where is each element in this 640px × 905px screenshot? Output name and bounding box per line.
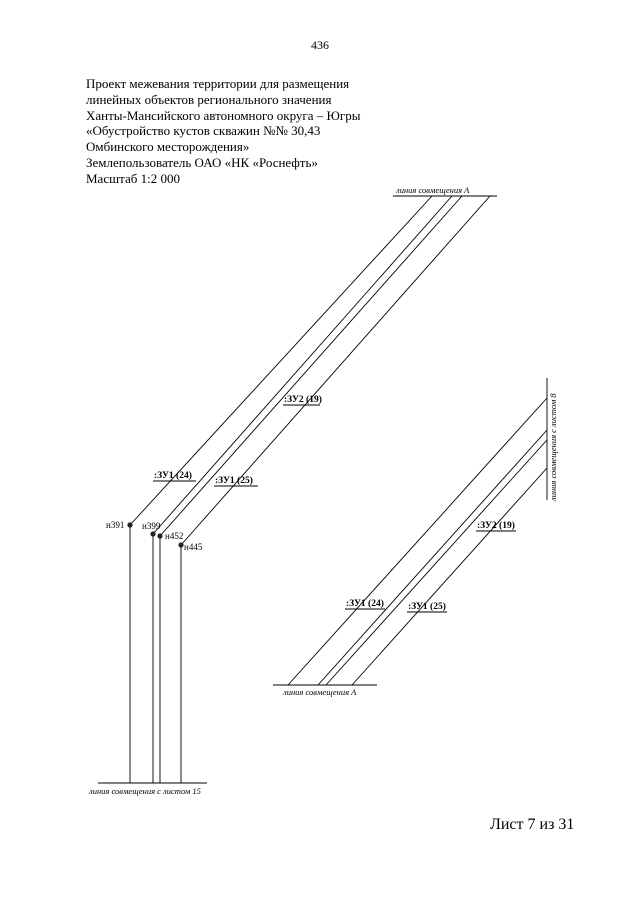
plot-label-zu1-25: :ЗУ1 (25) — [408, 601, 446, 612]
title-line: Омбинского месторождения» — [86, 139, 250, 155]
title-line: Землепользователь ОАО «НК «Роснефть» — [86, 154, 318, 170]
title-line: Ханты-Мансийского автономного округа – Ю… — [86, 107, 361, 123]
plot-label-zu1-24: :ЗУ1 (24) — [346, 598, 384, 609]
point-marker — [178, 542, 184, 548]
point-marker — [157, 533, 163, 539]
point-label-n452: н452 — [165, 531, 183, 541]
boundary-line — [287, 397, 548, 686]
bottom-match-label: линия совмещения с листом 15 — [88, 786, 201, 796]
sheet-label: Лист 7 из 31 — [490, 816, 575, 833]
title-line: линейных объектов регионального значения — [86, 91, 332, 107]
point-marker — [127, 522, 133, 528]
boundary-line — [317, 429, 548, 686]
plot-label-zu2-19: :ЗУ2 (19) — [284, 394, 322, 405]
scale-line: Масштаб 1:2 000 — [86, 170, 180, 186]
plot-label-zu1-25: :ЗУ1 (25) — [215, 475, 253, 486]
top-match-label: линия совмещения А — [395, 185, 470, 195]
right-match-label: линия совмещения с листом 8 — [548, 393, 558, 502]
title-block: Проект межевания территории для размещен… — [86, 76, 416, 187]
boundary-line — [159, 195, 463, 537]
boundary-line — [325, 439, 548, 686]
point-label-n399: н399 — [142, 521, 161, 531]
plot-label-zu1-24: :ЗУ1 (24) — [154, 470, 192, 481]
point-label-n391: н391 — [106, 520, 124, 530]
page-number: 436 — [311, 38, 329, 52]
plot-label-zu2-19: :ЗУ2 (19) — [477, 520, 515, 531]
point-marker — [150, 531, 156, 537]
point-label-n445: н445 — [184, 542, 203, 552]
boundary-line — [180, 195, 491, 546]
title-line: «Обустройство кустов скважин №№ 30,43 — [86, 123, 321, 139]
boundary-line — [351, 467, 548, 686]
boundary-line — [152, 195, 453, 535]
title-line: Проект межевания территории для размещен… — [86, 76, 350, 91]
bottom-match-label: линия совмещения А — [282, 687, 357, 697]
boundary-line — [129, 195, 433, 526]
